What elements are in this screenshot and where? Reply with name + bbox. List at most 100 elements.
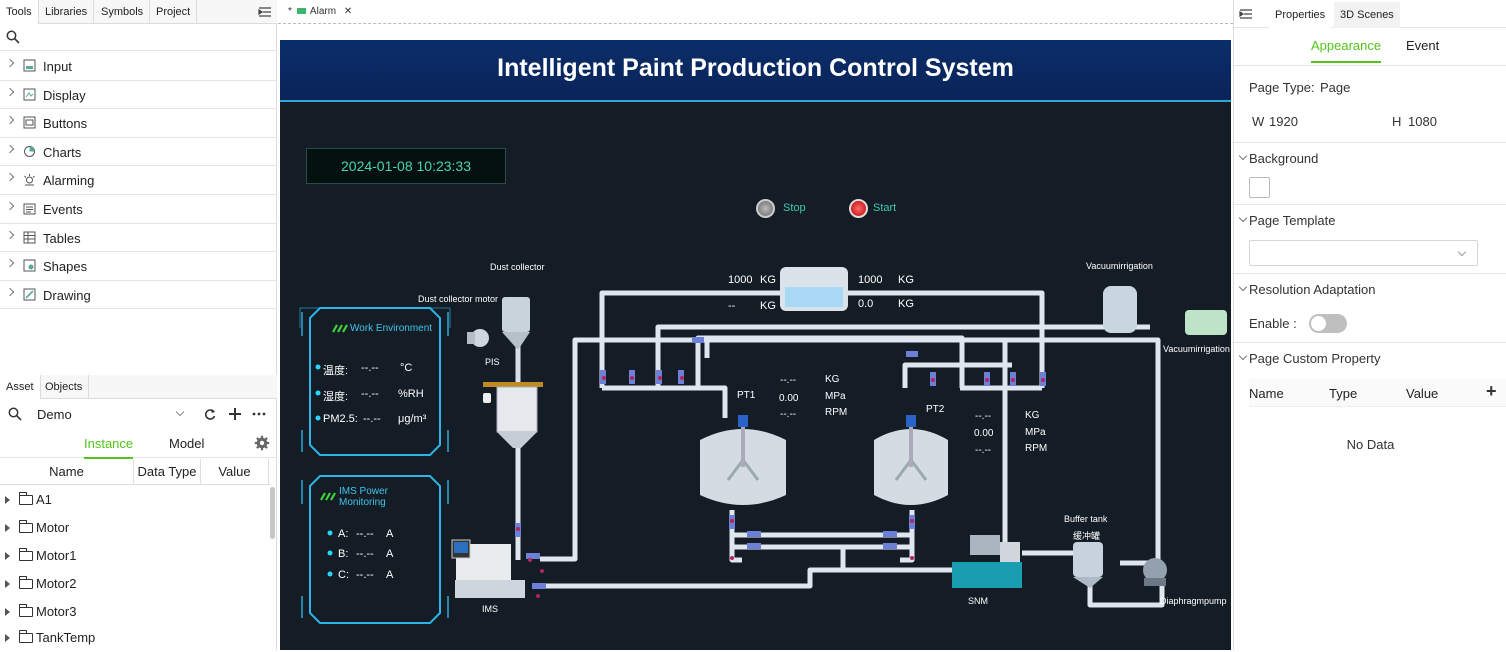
scrollbar-thumb[interactable] <box>270 487 275 539</box>
chevron-down-icon <box>1238 351 1248 361</box>
col-data-type[interactable]: Data Type <box>134 459 201 485</box>
tab-properties[interactable]: Properties <box>1269 2 1332 28</box>
tab-symbols[interactable]: Symbols <box>95 0 151 24</box>
tree-item-motor2[interactable]: Motor2 <box>0 570 268 598</box>
document-tabbar: * Alarm ✕ <box>278 0 1233 24</box>
tree-item-label: A1 <box>36 492 52 507</box>
col-value[interactable]: Value <box>201 459 269 485</box>
folder-icon <box>18 520 33 533</box>
collapse-panel-icon[interactable] <box>1239 7 1253 21</box>
more-icon[interactable] <box>252 407 266 421</box>
section-title: Resolution Adaptation <box>1249 282 1376 297</box>
tab-asset[interactable]: Asset <box>0 375 41 399</box>
humidity-value: --.-- <box>361 388 379 400</box>
tool-display[interactable]: Display <box>0 81 277 110</box>
tool-search-input[interactable] <box>0 25 277 51</box>
expand-arrow-icon[interactable] <box>5 496 10 504</box>
stop-button[interactable] <box>756 199 775 218</box>
project-select-row: Demo <box>0 400 277 428</box>
expand-arrow-icon[interactable] <box>5 634 10 642</box>
settings-icon[interactable] <box>254 435 270 451</box>
tree-item-motor1[interactable]: Motor1 <box>0 542 268 570</box>
tool-events[interactable]: Events <box>0 195 277 224</box>
ims-power-frame <box>301 475 449 624</box>
section-page-custom-property[interactable]: Page Custom Property <box>1234 342 1506 372</box>
chevron-down-icon <box>1238 151 1248 161</box>
pt2-unit-speed: RPM <box>1025 443 1048 454</box>
expand-arrow-icon[interactable] <box>5 552 10 560</box>
page-type-value: Page <box>1320 80 1351 95</box>
tree-item-label: Motor3 <box>36 604 77 619</box>
width-input[interactable]: 1920 <box>1269 114 1298 129</box>
phase-b-value: --.-- <box>356 548 374 560</box>
events-icon <box>23 203 36 215</box>
pt2-unit-weight: KG <box>1025 410 1040 421</box>
page-template-select[interactable] <box>1249 240 1478 266</box>
enable-toggle[interactable] <box>1309 314 1347 333</box>
snm-machine <box>952 535 1022 588</box>
dust-collector <box>467 297 530 380</box>
tool-charts[interactable]: Charts <box>0 138 277 167</box>
tool-drawing[interactable]: Drawing <box>0 281 277 310</box>
tool-tables[interactable]: Tables <box>0 224 277 253</box>
tree-item-a1[interactable]: A1 <box>0 486 268 514</box>
add-property-icon[interactable]: + <box>1486 381 1497 401</box>
hopper-left-unit: KG <box>760 274 776 286</box>
display-icon <box>23 88 36 101</box>
tab-3d-scenes[interactable]: 3D Scenes <box>1334 2 1400 28</box>
pt2-value-pressure: 0.00 <box>974 428 994 439</box>
unsaved-mark: * <box>288 6 292 17</box>
col-name[interactable]: Name <box>0 459 134 485</box>
expand-arrow-icon[interactable] <box>5 580 10 588</box>
tab-instance[interactable]: Instance <box>84 436 134 459</box>
expand-arrow-icon[interactable] <box>5 608 10 616</box>
close-icon[interactable]: ✕ <box>343 6 353 17</box>
tree-item-motor3[interactable]: Motor3 <box>0 598 268 626</box>
pt1-value-speed: --.-- <box>780 409 797 420</box>
height-input[interactable]: 1080 <box>1408 114 1437 129</box>
search-icon <box>6 30 20 44</box>
chevron-right-icon <box>5 230 15 239</box>
top-hopper <box>780 267 848 311</box>
tab-alarm-page[interactable]: * Alarm ✕ <box>282 2 358 22</box>
tool-input[interactable]: Input <box>0 52 277 81</box>
search-icon[interactable] <box>8 407 22 421</box>
tab-tools[interactable]: Tools <box>0 0 39 24</box>
section-resolution-adaptation[interactable]: Resolution Adaptation <box>1234 273 1506 303</box>
pt1-unit-pressure: MPa <box>825 391 846 402</box>
collapse-panel-icon[interactable] <box>258 5 272 19</box>
process-diagram <box>299 267 1227 624</box>
tab-model[interactable]: Model <box>169 436 205 451</box>
tool-buttons[interactable]: Buttons <box>0 109 277 138</box>
hmi-canvas[interactable]: Intelligent Paint Production Control Sys… <box>280 40 1231 650</box>
chevron-down-icon[interactable] <box>175 407 185 417</box>
tab-project[interactable]: Project <box>150 0 198 24</box>
section-background[interactable]: Background <box>1234 142 1506 172</box>
tool-alarming[interactable]: Alarming <box>0 166 277 195</box>
expand-arrow-icon[interactable] <box>5 524 10 532</box>
tool-shapes[interactable]: Shapes <box>0 252 277 281</box>
pt1-value-pressure: 0.00 <box>779 393 799 404</box>
tree-item-tanktemp[interactable]: TankTemp <box>0 624 268 652</box>
chevron-down-icon <box>1238 282 1248 292</box>
pt2-value-weight: --.-- <box>975 411 992 422</box>
tab-appearance[interactable]: Appearance <box>1311 38 1382 63</box>
pt1-label: PT1 <box>737 390 756 401</box>
background-color-swatch[interactable] <box>1249 177 1270 198</box>
vacuum-right-label: Vacuumirrigation <box>1163 344 1230 354</box>
folder-icon <box>18 492 33 505</box>
tree-item-label: TankTemp <box>36 630 96 645</box>
project-select[interactable]: Demo <box>37 407 72 422</box>
start-label: Start <box>873 202 897 214</box>
start-button[interactable] <box>849 199 868 218</box>
tab-event[interactable]: Event <box>1406 38 1440 53</box>
add-icon[interactable] <box>228 407 242 421</box>
section-page-template[interactable]: Page Template <box>1234 204 1506 234</box>
refresh-icon[interactable] <box>203 407 217 421</box>
tab-libraries[interactable]: Libraries <box>39 0 95 24</box>
tree-item-motor[interactable]: Motor <box>0 514 268 542</box>
hopper-left-unit: KG <box>760 300 776 312</box>
diaphragm-pump-label: Diaphragmpump <box>1160 596 1227 606</box>
tab-objects[interactable]: Objects <box>39 375 90 399</box>
phase-a-unit: A <box>386 528 394 540</box>
